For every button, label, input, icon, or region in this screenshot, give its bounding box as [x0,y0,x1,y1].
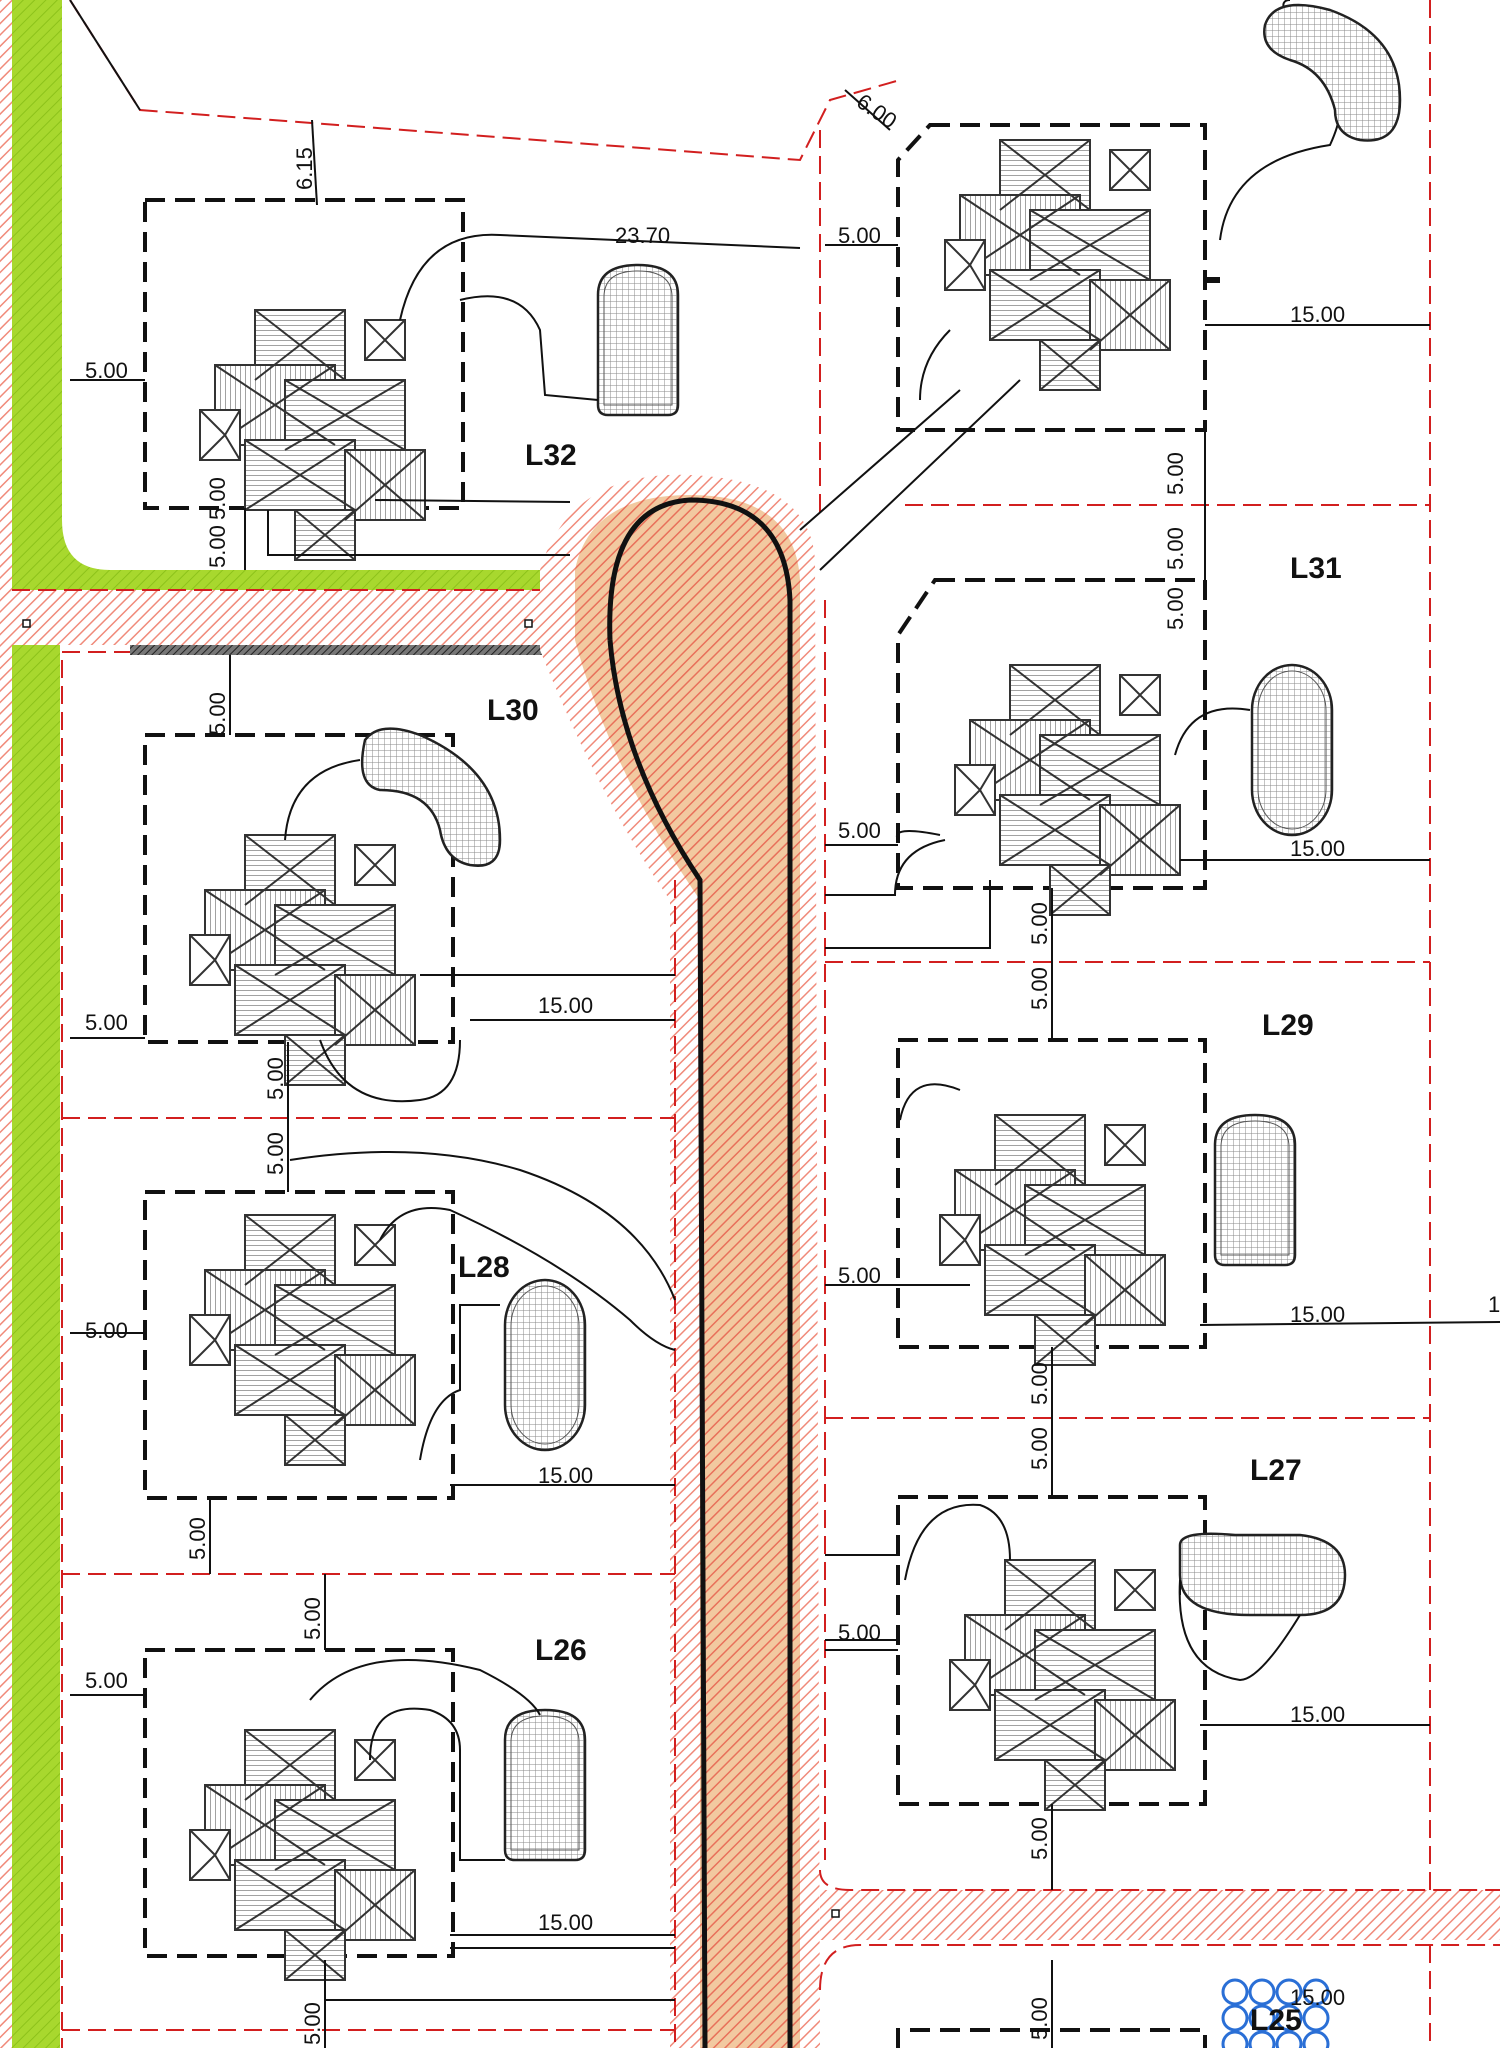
lot-L30: L30 [143,694,675,1103]
dim-25: 5.00 [1027,1427,1052,1470]
dim-26: 5.00 [185,1517,210,1560]
dim-29: 5.00 [85,1668,128,1693]
road-horizontal-bottom [820,1890,1500,1940]
dim-17: 5.00 [263,1057,288,1100]
dim-34: 5.00 [1027,1997,1052,2040]
dim-31: 5.00 [1027,1817,1052,1860]
dim-9: 5.00 [205,525,230,568]
lot-L26: L26 [143,1634,675,2048]
lot-label-L29: L29 [1262,1009,1314,1042]
dim-19: 5.00 [838,1263,881,1288]
dim-8: 5.00 [1163,527,1188,570]
road-horizontal-top [12,590,582,645]
dim-10: 5.00 [205,692,230,735]
dim-30: 15.00 [1290,1702,1345,1727]
dim-13: 15.00 [538,993,593,1018]
dim-2: 23.70 [615,223,670,248]
lot-label-L30: L30 [487,694,539,727]
dim-7: 5.00 [1163,452,1188,495]
left-green-strip [0,0,12,2048]
dim-24: 1 [1488,1292,1500,1317]
dim-12: 5.00 [85,1010,128,1035]
lot-label-L31: L31 [1290,552,1342,585]
lot-label-L27: L27 [1250,1454,1302,1487]
dim-18: 5.00 [263,1132,288,1175]
dim-37: 5.00 [1163,587,1188,630]
lot-label-L28: L28 [458,1251,510,1284]
lot-label-L25: L25 [1250,2004,1302,2037]
dim-32: 15.00 [538,1910,593,1935]
lot-top-right: L31 [896,0,1402,585]
lot-L32: L32 [143,198,801,561]
dim-36: 5.00 [205,477,230,520]
lot-L28: L28 [143,1151,676,1500]
dim-5: 5.00 [838,223,881,248]
dim-15: 15.00 [1290,836,1345,861]
water-feature-icon [1221,1978,1330,2048]
lot-label-L26: L26 [535,1634,587,1667]
dim-35: 15.00 [1290,1985,1345,2010]
dim-3: 5.00 [85,358,128,383]
road-cul-de-sac [575,495,800,2048]
dim-16: 5.00 [1027,967,1052,1010]
dim-28: 5.00 [838,1620,881,1645]
dim-23: 15.00 [538,1463,593,1488]
green-belt-bottom [12,645,60,2048]
dim-22: 15.00 [1290,1302,1345,1327]
lot-label-L32: L32 [525,439,577,472]
dim-1: 6.15 [292,147,317,190]
road-centerline [607,497,793,2048]
lot-L25: L25 [896,1960,1330,2048]
dim-33: 5.00 [300,2002,325,2045]
dim-20: 5.00 [85,1318,128,1343]
dim-14: 5.00 [1027,902,1052,945]
dim-6: 15.00 [1290,302,1345,327]
dim-27: 5.00 [300,1597,325,1640]
dim-11: 5.00 [838,818,881,843]
dim-21: 5.00 [1027,1362,1052,1405]
